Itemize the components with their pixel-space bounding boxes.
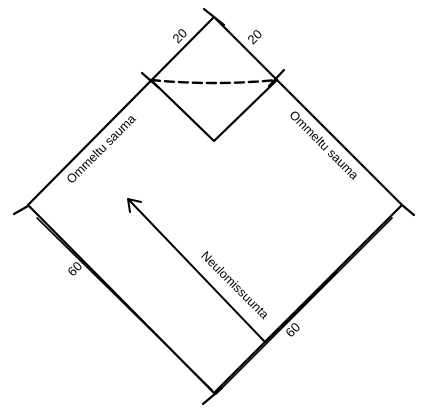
bottom-right-double-edge <box>215 217 393 395</box>
tick-top-right <box>267 68 286 88</box>
knit-direction-arrow <box>127 198 266 343</box>
dashed-fold-line <box>149 78 279 85</box>
tick-bottom <box>201 386 224 406</box>
garment-outline <box>26 15 404 395</box>
arrow-head <box>127 198 142 213</box>
tick-top <box>202 7 226 27</box>
arrow-shaft <box>129 200 266 343</box>
tick-left <box>12 204 30 216</box>
seam-right-label: Ommeltu sauma <box>286 108 361 183</box>
tick-right <box>400 203 416 217</box>
inner-v-line <box>149 78 279 143</box>
bottom-left-double-edge <box>36 217 213 391</box>
dimension-top-right: 20 <box>244 26 265 47</box>
bottom-right-seam-edge <box>263 270 338 344</box>
tick-top-left <box>140 71 161 90</box>
tick-marks <box>12 7 416 406</box>
seam-left-label: Ommeltu sauma <box>64 112 139 187</box>
